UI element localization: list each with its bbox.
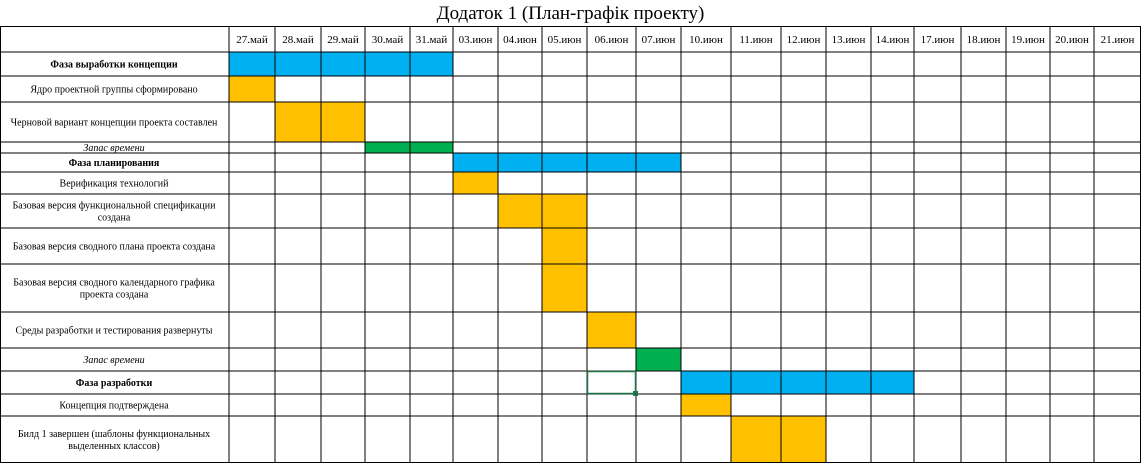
gantt-bar-task xyxy=(542,228,587,264)
task-label: Базовая версия сводного календарного гра… xyxy=(13,278,215,301)
task-label-line: Верификация технологий xyxy=(60,179,170,190)
gantt-bar-phase xyxy=(681,371,731,394)
date-header-label: 19.июн xyxy=(1011,34,1045,46)
task-label: Среды разработки и тестирования разверну… xyxy=(16,326,213,337)
task-label: Базовая версия сводного плана проекта со… xyxy=(13,242,216,253)
gantt-bar-phase xyxy=(229,52,275,76)
task-label-line: Базовая версия функциональной спецификац… xyxy=(13,201,217,212)
selected-cell xyxy=(586,370,637,395)
date-header-label: 18.июн xyxy=(967,34,1001,46)
date-header-label: 17.июн xyxy=(921,34,955,46)
date-header-label: 11.июн xyxy=(739,34,772,46)
task-label: Фаза выработки концепции xyxy=(50,60,177,71)
task-label-line: Фаза разработки xyxy=(76,378,153,389)
gantt-bar-phase xyxy=(587,153,636,172)
task-label: Фаза разработки xyxy=(76,378,153,389)
task-label-line: Черновой вариант концепции проекта соста… xyxy=(11,118,218,129)
gantt-bar-buffer xyxy=(365,142,410,153)
date-header-label: 21.июн xyxy=(1101,34,1135,46)
date-header-label: 27.май xyxy=(236,34,268,46)
gantt-bar-task xyxy=(731,416,781,463)
task-label-line: Фаза планирования xyxy=(69,158,160,169)
gantt-bar-task xyxy=(229,76,275,102)
task-label: Базовая версия функциональной спецификац… xyxy=(13,201,217,224)
gantt-bar-phase xyxy=(410,52,453,76)
date-header-label: 30.май xyxy=(372,34,404,46)
task-label: Верификация технологий xyxy=(60,179,170,190)
task-label-line: выделенных классов) xyxy=(68,441,160,452)
date-header-label: 07.июн xyxy=(642,34,676,46)
task-label-line: Концепция подтверждена xyxy=(59,401,169,412)
gantt-bar-task xyxy=(275,102,321,142)
date-header-label: 29.май xyxy=(327,34,359,46)
gantt-bar-phase xyxy=(365,52,410,76)
task-label-line: Запас времени xyxy=(83,355,144,366)
task-label-line: создана xyxy=(98,213,131,224)
date-header-label: 06.июн xyxy=(595,34,629,46)
gantt-bar-task xyxy=(453,172,498,194)
task-label-line: Базовая версия сводного плана проекта со… xyxy=(13,242,216,253)
date-header-label: 12.июн xyxy=(787,34,821,46)
task-label: Фаза планирования xyxy=(69,158,160,169)
gantt-bar-phase xyxy=(275,52,321,76)
date-header-label: 03.июн xyxy=(459,34,493,46)
gantt-bar-phase xyxy=(781,371,826,394)
gantt-bar-task xyxy=(542,194,587,228)
header-row xyxy=(0,26,1141,52)
task-label-line: Базовая версия сводного календарного гра… xyxy=(13,278,215,289)
gantt-bar-task xyxy=(321,102,365,142)
gantt-bar-phase xyxy=(498,153,542,172)
date-header-label: 14.июн xyxy=(876,34,910,46)
task-label-line: проекта создана xyxy=(80,290,149,301)
task-label: Концепция подтверждена xyxy=(59,401,169,412)
selection-fill-handle xyxy=(633,391,638,396)
date-header-label: 20.июн xyxy=(1055,34,1089,46)
task-label-line: Среды разработки и тестирования разверну… xyxy=(16,326,213,337)
gantt-bar-task xyxy=(587,312,636,348)
task-label-line: Билд 1 завершен (шаблоны функциональных xyxy=(18,429,210,440)
date-header-label: 04.июн xyxy=(503,34,537,46)
gantt-bar-phase xyxy=(826,371,871,394)
gantt-bar-phase xyxy=(321,52,365,76)
gantt-bar-phase xyxy=(542,153,587,172)
task-label-line: Фаза выработки концепции xyxy=(50,60,177,71)
gantt-bar-phase xyxy=(731,371,781,394)
date-header-label: 31.май xyxy=(416,34,448,46)
gantt-bar-task xyxy=(498,194,542,228)
chart-title: Додаток 1 (План-графік проекту) xyxy=(436,3,705,24)
task-label: Ядро проектной группы сформировано xyxy=(30,85,197,96)
task-label: Черновой вариант концепции проекта соста… xyxy=(11,118,218,129)
gantt-bar-buffer xyxy=(410,142,453,153)
gantt-bar-task xyxy=(542,264,587,312)
gantt-bar-task xyxy=(681,394,731,416)
gantt-bar-phase xyxy=(453,153,498,172)
gantt-chart: 27.май 28.май 29.май 30.май 31.май 03.июн 04.и… xyxy=(0,26,1141,463)
gantt-bar-phase xyxy=(871,371,914,394)
task-label-line: Ядро проектной группы сформировано xyxy=(30,85,197,96)
date-header-label: 13.июн xyxy=(832,34,866,46)
task-label-line: Запас времени xyxy=(83,143,144,154)
date-header-label: 05.июн xyxy=(548,34,582,46)
gantt-bar-task xyxy=(781,416,826,463)
date-header-label: 28.май xyxy=(282,34,314,46)
gantt-bar-phase xyxy=(636,153,681,172)
task-label: Запас времени xyxy=(83,355,144,366)
task-label: Запас времени xyxy=(83,143,144,154)
gantt-bar-buffer xyxy=(636,348,681,371)
date-header-label: 10.июн xyxy=(689,34,723,46)
